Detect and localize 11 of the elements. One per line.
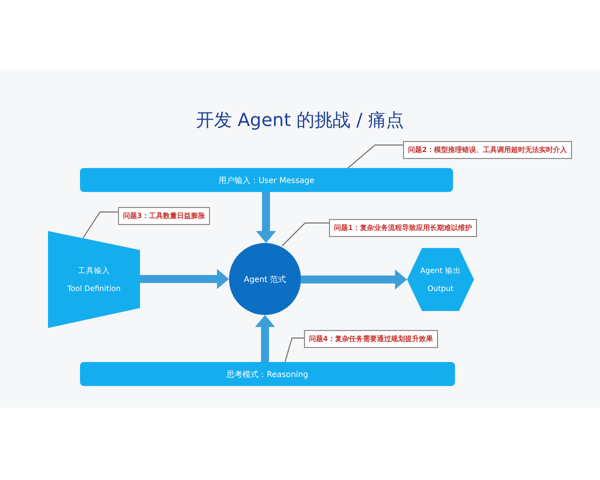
leader-line xyxy=(284,338,304,362)
process-bar: 用户输入：User Message xyxy=(80,168,453,192)
leader-line xyxy=(82,212,118,238)
process-bar: 思考模式：Reasoning xyxy=(80,362,455,386)
block-arrow xyxy=(301,270,407,290)
block-arrow xyxy=(256,192,276,243)
leader-line xyxy=(348,144,404,168)
block-arrow xyxy=(255,315,275,362)
leader-line xyxy=(282,222,330,246)
block-arrow xyxy=(140,269,229,289)
title: 开发 Agent 的挑战 / 痛点 xyxy=(196,110,404,132)
